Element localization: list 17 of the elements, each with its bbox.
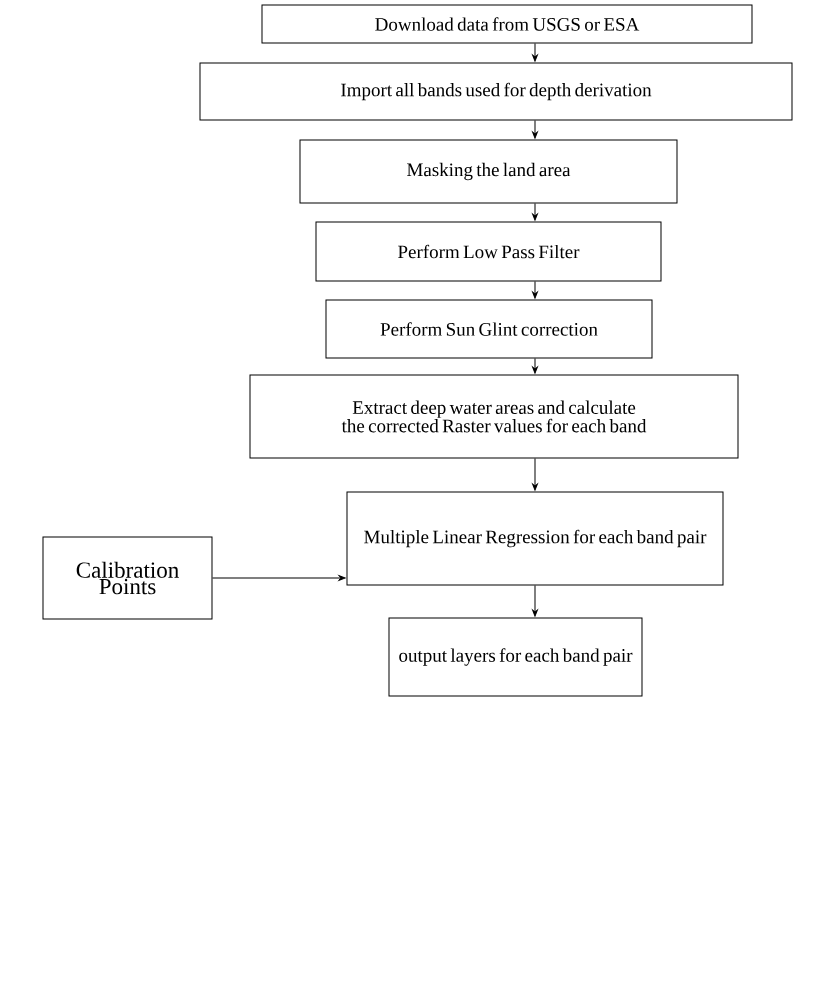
arrow xyxy=(532,585,538,617)
process-box: Download data from USGS or ESA xyxy=(261,4,753,44)
process-box: Import all bands used for depth derivation xyxy=(199,62,793,121)
process-box: Calibration Points xyxy=(42,536,213,620)
arrow xyxy=(532,203,538,221)
arrow xyxy=(532,43,538,62)
arrow xyxy=(532,120,538,139)
process-box: Perform Sun Glint correction xyxy=(325,299,653,359)
process-box: Masking the land area xyxy=(299,139,678,204)
arrow xyxy=(532,358,538,374)
process-box: Multiple Linear Regression for each band pair xyxy=(346,491,724,586)
arrow xyxy=(532,281,538,299)
arrow xyxy=(212,575,346,581)
process-box: Perform Low Pass Filter xyxy=(315,221,662,282)
process-box: output layers for each band pair xyxy=(388,617,643,697)
process-box: Extract deep water areas and calculate the corrected Raster values for each band xyxy=(249,374,739,459)
arrow xyxy=(532,458,538,491)
